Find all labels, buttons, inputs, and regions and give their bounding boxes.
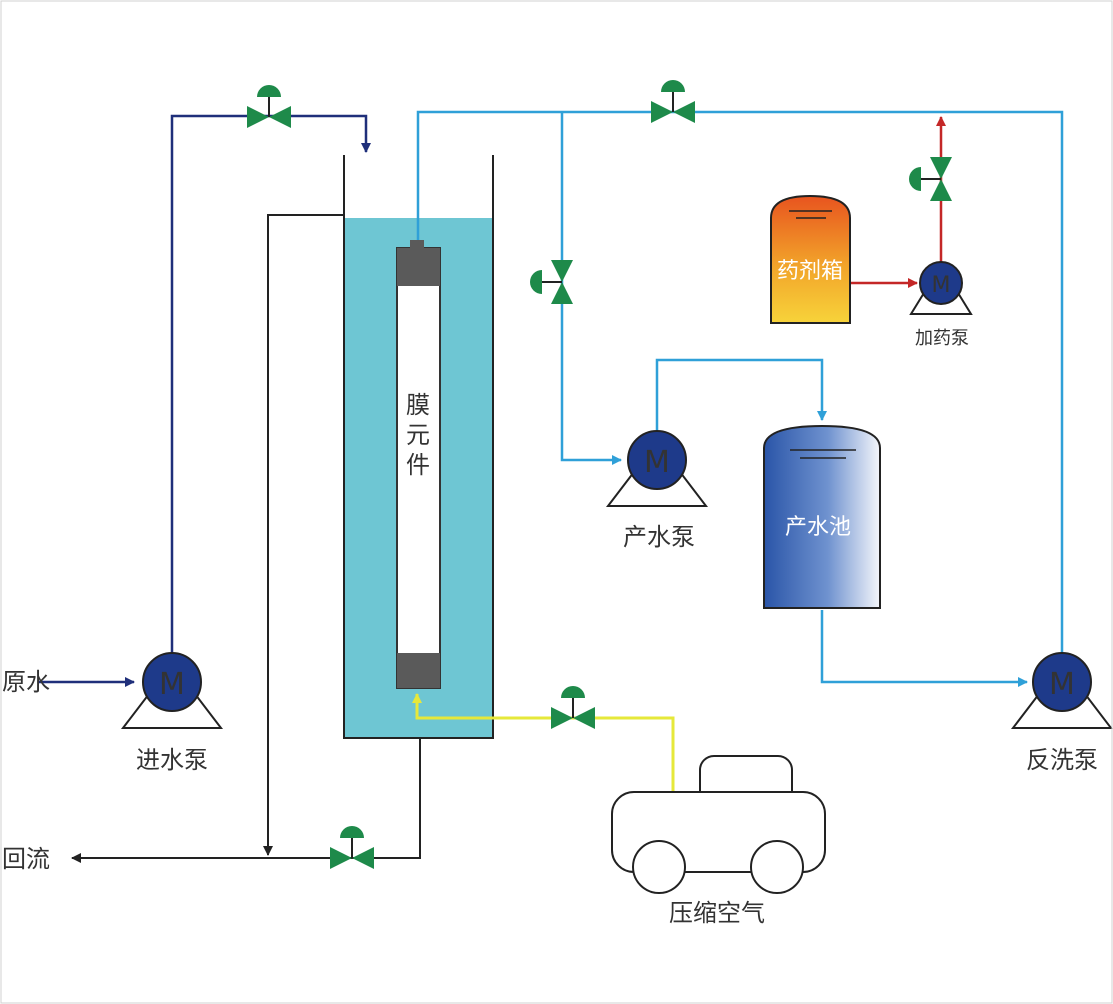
membrane-label-3: 件 (406, 451, 430, 479)
membrane-label-2: 元 (406, 421, 430, 449)
air-compressor (611, 755, 826, 894)
dosing-pump[interactable]: M (909, 261, 973, 315)
dosing-pump-symbol: M (932, 273, 951, 298)
tank-walls (343, 155, 494, 739)
drain-line (71, 738, 421, 863)
product-tank-label: 产水池 (785, 515, 851, 540)
chem-tank-label: 药剂箱 (777, 259, 843, 284)
backwash-pump-label: 反洗泵 (1026, 746, 1098, 774)
dosing-valve[interactable] (909, 157, 952, 201)
feed-valve[interactable] (247, 85, 291, 128)
inlet-pump-label: 进水泵 (136, 746, 208, 774)
product-tank: 产水池 (763, 424, 881, 609)
membrane-label-1: 膜 (406, 391, 430, 419)
compressed-air-label: 压缩空气 (669, 899, 765, 927)
membrane-outlet-stub (410, 240, 424, 249)
header-valve[interactable] (651, 80, 695, 123)
chem-lines (850, 116, 946, 288)
backwash-pump[interactable]: M (1010, 652, 1113, 729)
product-pump[interactable]: M (605, 430, 709, 507)
suction-valve[interactable] (530, 260, 573, 304)
air-valve[interactable] (551, 686, 595, 729)
suction-line (560, 112, 622, 465)
product-to-tank-line (655, 358, 827, 430)
air-supply-line (412, 693, 675, 792)
feed-lines (38, 114, 371, 687)
product-pump-label: 产水泵 (623, 523, 695, 551)
return-flow-label: 回流 (2, 845, 50, 873)
drain-valve[interactable] (330, 826, 374, 869)
membrane-top-cap (397, 248, 440, 286)
inlet-pump[interactable]: M (120, 652, 224, 729)
product-pump-symbol: M (644, 445, 670, 480)
tank-to-backwash-line (820, 610, 1028, 687)
product-lines (416, 110, 1064, 687)
overflow-line (263, 214, 344, 856)
dosing-pump-label: 加药泵 (915, 328, 969, 349)
top-header-line (416, 110, 1064, 655)
chem-tank: 药剂箱 (770, 194, 851, 324)
membrane-element: 膜 元 件 (396, 240, 441, 689)
raw-water-label: 原水 (2, 668, 50, 696)
inlet-pump-symbol: M (159, 667, 185, 702)
membrane-bottom-cap (397, 653, 440, 688)
air-lines (412, 693, 675, 792)
return-lines (71, 214, 421, 863)
backwash-pump-symbol: M (1049, 667, 1075, 702)
